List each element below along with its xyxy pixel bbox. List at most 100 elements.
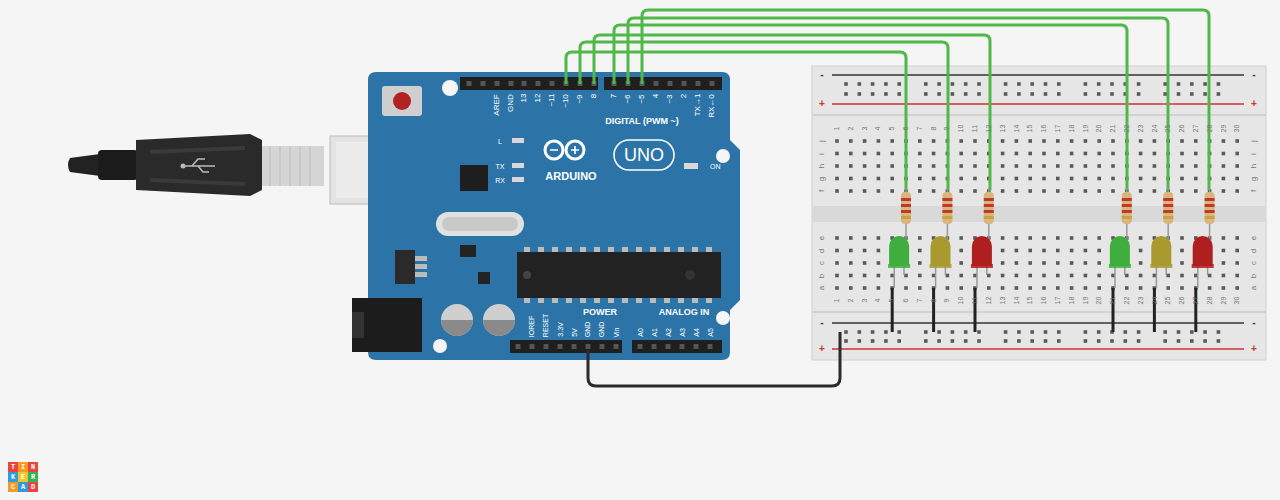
header-pin	[666, 344, 671, 349]
breadboard-hole	[1001, 152, 1005, 156]
rail-hole	[858, 92, 862, 96]
breadboard-hole	[890, 152, 894, 156]
breadboard-hole	[959, 139, 963, 143]
rail-hole	[937, 339, 941, 343]
rail-hole	[977, 339, 981, 343]
led-label: ON	[710, 163, 721, 170]
breadboard-hole	[1084, 164, 1088, 168]
chip-pin	[594, 298, 600, 303]
breadboard-hole	[877, 274, 881, 278]
breadboard-hole	[877, 261, 881, 265]
breadboard-hole	[1139, 164, 1143, 168]
breadboard-hole	[1139, 261, 1143, 265]
breadboard-hole	[1084, 139, 1088, 143]
rail-hole	[964, 82, 968, 86]
column-number: 3	[861, 126, 868, 130]
breadboard-hole	[1015, 249, 1019, 253]
breadboard-hole	[1235, 139, 1239, 143]
row-letter: c	[818, 261, 826, 265]
column-number: 21	[1109, 124, 1116, 132]
chip-pin	[636, 247, 642, 252]
rail-sign: -	[1252, 318, 1255, 328]
column-number: 17	[1054, 296, 1061, 304]
column-number: 19	[1082, 296, 1089, 304]
header-pin	[586, 344, 591, 349]
breadboard-hole	[1153, 177, 1157, 181]
rail-hole	[1084, 330, 1088, 334]
rail-hole	[1177, 82, 1181, 86]
rail-hole	[1030, 330, 1034, 334]
pin-label: GND	[507, 94, 515, 112]
rail-hole	[844, 92, 848, 96]
pin-label: RX←0	[708, 94, 716, 118]
column-number: 14	[1013, 296, 1020, 304]
resistor-band	[942, 216, 952, 219]
led-symbol	[1193, 236, 1213, 266]
column-number: 4	[875, 126, 882, 130]
column-number: 25	[1165, 124, 1172, 132]
column-number: 14	[1013, 124, 1020, 132]
rail-hole	[1217, 330, 1221, 334]
rail-hole	[964, 92, 968, 96]
breadboard-hole	[1001, 164, 1005, 168]
resistor-band	[1122, 216, 1132, 219]
breadboard-hole	[1222, 164, 1226, 168]
chip-pin	[608, 298, 614, 303]
pin-label: 7	[610, 94, 618, 98]
breadboard-hole	[849, 189, 853, 193]
rail-hole	[1004, 82, 1008, 86]
ground-jumper	[932, 288, 935, 332]
row-letter: f	[1250, 190, 1258, 192]
breadboard-hole	[959, 249, 963, 253]
pin-label: ~10	[562, 94, 570, 108]
breadboard-hole	[1001, 139, 1005, 143]
rail-hole	[1137, 92, 1141, 96]
ground-jumper	[891, 288, 894, 332]
column-number: 21	[1109, 296, 1116, 304]
header-pin	[668, 81, 673, 86]
rail-hole	[844, 339, 848, 343]
column-number: 13	[999, 296, 1006, 304]
resistor-band	[984, 198, 994, 201]
breadboard-hole	[1028, 236, 1032, 240]
breadboard-hole	[1153, 152, 1157, 156]
rail-hole	[1110, 92, 1114, 96]
pin-label: 2	[680, 94, 688, 98]
breadboard-hole	[1235, 274, 1239, 278]
pin-label: ~6	[624, 94, 632, 103]
breadboard-hole	[1139, 236, 1143, 240]
breadboard-hole	[1042, 249, 1046, 253]
led-rim	[1109, 264, 1131, 268]
rail-hole	[964, 339, 968, 343]
breadboard-hole	[849, 152, 853, 156]
pin-label: Vin	[613, 327, 620, 337]
header-pin	[558, 344, 563, 349]
rail-hole	[1097, 92, 1101, 96]
breadboard-hole	[1222, 177, 1226, 181]
rail-hole	[977, 82, 981, 86]
resistor-symbol	[1122, 192, 1132, 224]
breadboard-hole	[1111, 139, 1115, 143]
rail-hole	[858, 330, 862, 334]
breadboard-hole	[1056, 249, 1060, 253]
breadboard-hole	[1222, 286, 1226, 290]
breadboard-hole	[877, 286, 881, 290]
breadboard-hole	[1097, 152, 1101, 156]
pin-label: ~5	[638, 94, 646, 103]
rail-hole	[1177, 330, 1181, 334]
breadboard-hole	[1208, 286, 1212, 290]
chip-pin	[622, 247, 628, 252]
rail-hole	[924, 339, 928, 343]
breadboard-hole	[1028, 249, 1032, 253]
pin-label: 13	[520, 94, 528, 103]
ground-jumper	[1153, 288, 1156, 332]
row-letter: g	[1250, 176, 1258, 180]
header-pin	[652, 344, 657, 349]
header-pin	[682, 81, 687, 86]
rail-hole	[1030, 92, 1034, 96]
resistor-band	[984, 216, 994, 219]
chip-pin	[622, 298, 628, 303]
column-number: 15	[1027, 124, 1034, 132]
rail-hole	[1004, 330, 1008, 334]
breadboard-hole	[863, 261, 867, 265]
